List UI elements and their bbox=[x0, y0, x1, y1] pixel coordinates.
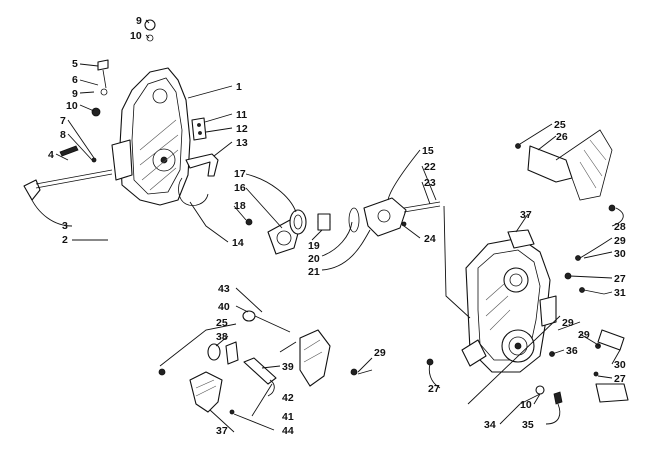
callout-5: 5 bbox=[72, 58, 78, 70]
callout-35: 37 bbox=[520, 209, 532, 221]
lever-13 bbox=[185, 153, 219, 177]
gear-case-housing bbox=[461, 229, 557, 373]
callout-27: 27 bbox=[614, 273, 626, 285]
callout-23: 23 bbox=[424, 177, 436, 189]
callout-9: 9 bbox=[136, 15, 142, 27]
callout-30: 30 bbox=[614, 248, 626, 260]
callout-24: 24 bbox=[424, 233, 436, 245]
callout-labels: 9 10 5 6 9 10 7 8 4 3 2 1 11 12 13 14 17… bbox=[48, 15, 626, 437]
callout-12: 12 bbox=[236, 123, 248, 135]
callout-36: 37 bbox=[216, 425, 228, 437]
callout-3: 3 bbox=[62, 220, 68, 232]
callout-29: 29 bbox=[374, 347, 386, 359]
callout-29: 29 bbox=[562, 317, 574, 329]
callout-10: 10 bbox=[520, 399, 532, 411]
callout-8: 8 bbox=[60, 129, 66, 141]
leader-lines bbox=[29, 19, 624, 433]
callout-16: 16 bbox=[234, 182, 246, 194]
callout-38: 40 bbox=[218, 301, 230, 313]
callout-10: 10 bbox=[130, 30, 142, 42]
callout-13: 13 bbox=[236, 137, 248, 149]
callout-29: 29 bbox=[578, 329, 590, 341]
callout-17: 17 bbox=[234, 168, 246, 180]
callout-31: 31 bbox=[614, 287, 626, 299]
callout-7: 7 bbox=[60, 115, 66, 127]
callout-19: 19 bbox=[308, 240, 320, 252]
bracket-26 bbox=[515, 129, 616, 212]
callout-28: 28 bbox=[614, 221, 626, 233]
center-shaft-parts bbox=[245, 197, 441, 255]
callout-41: 43 bbox=[218, 283, 230, 295]
callout-4: 4 bbox=[48, 149, 54, 161]
callout-27: 27 bbox=[428, 383, 440, 395]
gear-case-small-parts bbox=[426, 255, 629, 405]
callout-29: 29 bbox=[614, 235, 626, 247]
callout-20: 20 bbox=[308, 253, 320, 265]
callout-25: 25 bbox=[554, 119, 566, 131]
callout-40: 42 bbox=[282, 392, 294, 404]
callout-14: 14 bbox=[232, 237, 244, 249]
linkage-assembly bbox=[158, 310, 358, 415]
callout-2: 2 bbox=[62, 234, 68, 246]
callout-25: 25 bbox=[216, 317, 228, 329]
callout-39: 41 bbox=[282, 411, 294, 423]
callout-37: 38 bbox=[216, 331, 228, 343]
callout-27: 27 bbox=[614, 373, 626, 385]
callout-18: 18 bbox=[234, 200, 246, 212]
shaft-assembly-left bbox=[23, 19, 156, 201]
callout-26: 26 bbox=[556, 131, 568, 143]
callout-11: 11 bbox=[236, 109, 247, 121]
callout-21: 21 bbox=[308, 266, 320, 278]
bracket-11 bbox=[191, 117, 207, 141]
callout-10: 10 bbox=[66, 100, 78, 112]
callout-30: 30 bbox=[614, 359, 626, 371]
callout-32: 34 bbox=[484, 419, 496, 431]
callout-37: 39 bbox=[282, 361, 294, 373]
callout-33: 35 bbox=[522, 419, 534, 431]
callout-42: 44 bbox=[282, 425, 294, 437]
callout-9: 9 bbox=[72, 88, 78, 100]
seal-ring-14 bbox=[178, 177, 209, 206]
callout-1: 1 bbox=[236, 81, 242, 93]
callout-34: 36 bbox=[566, 345, 578, 357]
callout-6: 6 bbox=[72, 74, 78, 86]
callout-15: 15 bbox=[422, 145, 434, 157]
chaincase-cover bbox=[111, 67, 191, 206]
callout-22: 22 bbox=[424, 161, 436, 173]
